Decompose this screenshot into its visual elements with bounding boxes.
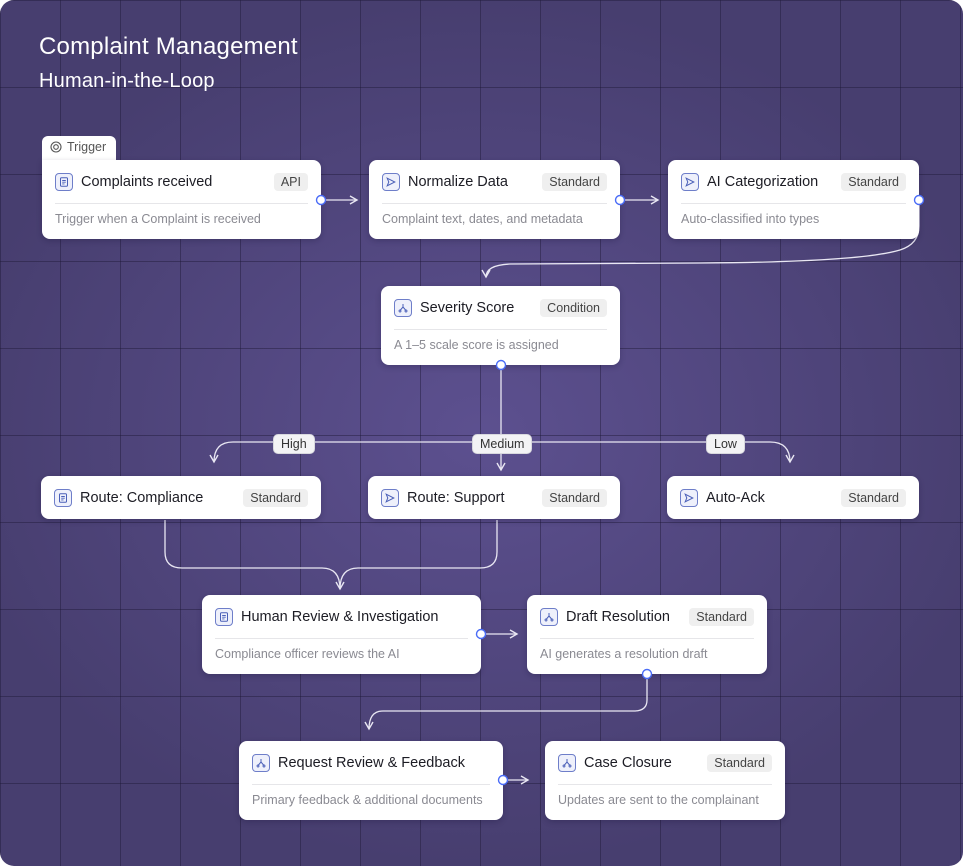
output-port[interactable] <box>614 194 626 206</box>
node-type-badge: Standard <box>689 608 754 626</box>
node-title: Draft Resolution <box>566 609 670 625</box>
send-icon <box>681 173 699 191</box>
output-port[interactable] <box>641 668 653 680</box>
output-port[interactable] <box>497 774 509 786</box>
divider <box>394 329 607 330</box>
node-title: Case Closure <box>584 755 672 771</box>
node-description: Compliance officer reviews the AI <box>215 647 400 661</box>
node-request-review[interactable]: Request Review & Feedback Primary feedba… <box>239 741 503 820</box>
document-icon <box>54 488 72 507</box>
node-auto-ack[interactable]: Auto-Ack Standard <box>667 476 919 519</box>
node-draft-resolution[interactable]: Draft Resolution Standard AI generates a… <box>527 595 767 674</box>
output-port[interactable] <box>475 628 487 640</box>
divider <box>252 784 490 785</box>
node-title: AI Categorization <box>707 174 819 190</box>
branch-icon <box>252 754 270 772</box>
node-title: Normalize Data <box>408 174 508 190</box>
page-subtitle: Human-in-the-Loop <box>39 70 215 92</box>
trigger-tab-label: Trigger <box>67 140 107 154</box>
send-icon <box>680 488 698 507</box>
node-complaints-received[interactable]: Complaints received API Trigger when a C… <box>42 160 321 239</box>
node-route-compliance[interactable]: Route: Compliance Standard <box>41 476 321 519</box>
branch-label-high: High <box>273 434 315 454</box>
node-type-badge: Standard <box>542 488 607 507</box>
node-route-support[interactable]: Route: Support Standard <box>368 476 620 519</box>
node-type-badge: Standard <box>243 488 308 507</box>
node-severity-score[interactable]: Severity Score Condition A 1–5 scale sco… <box>381 286 620 365</box>
output-port[interactable] <box>495 359 507 371</box>
node-type-badge: Standard <box>841 488 906 507</box>
node-title: Route: Compliance <box>80 489 204 506</box>
node-type-badge: API <box>273 173 308 191</box>
edge-branch-autoack <box>501 441 795 464</box>
node-description: Auto-classified into types <box>681 212 820 226</box>
node-description: Updates are sent to the complainant <box>558 793 759 807</box>
send-icon <box>381 488 399 507</box>
node-title: Auto-Ack <box>706 489 765 506</box>
branch-icon <box>540 608 558 626</box>
document-icon <box>55 173 73 191</box>
document-icon <box>215 608 233 626</box>
edge-categorization-severity <box>481 200 920 279</box>
node-description: Complaint text, dates, and metadata <box>382 212 583 226</box>
node-description: AI generates a resolution draft <box>540 647 708 661</box>
node-case-closure[interactable]: Case Closure Standard Updates are sent t… <box>545 741 785 820</box>
node-type-badge: Standard <box>841 173 906 191</box>
output-port[interactable] <box>913 194 925 206</box>
edge-branch-compliance <box>209 441 501 464</box>
node-title: Request Review & Feedback <box>278 755 465 771</box>
page-title: Complaint Management <box>39 33 298 60</box>
output-port[interactable] <box>315 194 327 206</box>
node-title: Route: Support <box>407 489 505 506</box>
node-description: A 1–5 scale score is assigned <box>394 338 559 352</box>
send-icon <box>382 173 400 191</box>
node-type-badge: Standard <box>542 173 607 191</box>
divider <box>215 638 468 639</box>
branch-label-low: Low <box>706 434 745 454</box>
node-description: Primary feedback & additional documents <box>252 793 483 807</box>
branch-label-medium: Medium <box>472 434 533 454</box>
divider <box>681 203 906 204</box>
divider <box>55 203 308 204</box>
trigger-tab: Trigger <box>42 136 116 164</box>
node-type-badge: Standard <box>707 754 772 772</box>
node-human-review[interactable]: Human Review & Investigation Compliance … <box>202 595 481 674</box>
target-icon <box>50 141 62 153</box>
node-normalize-data[interactable]: Normalize Data Standard Complaint text, … <box>369 160 620 239</box>
divider <box>558 784 772 785</box>
divider <box>540 638 754 639</box>
node-title: Complaints received <box>81 174 213 190</box>
branch-icon <box>394 299 412 317</box>
node-description: Trigger when a Complaint is received <box>55 212 261 226</box>
node-title: Severity Score <box>420 300 515 316</box>
edge-compliance-merge <box>164 520 345 591</box>
node-type-badge: Condition <box>540 299 607 317</box>
divider <box>382 203 607 204</box>
edge-draft-request <box>364 674 648 731</box>
branch-icon <box>558 754 576 772</box>
node-ai-categorization[interactable]: AI Categorization Standard Auto-classifi… <box>668 160 919 239</box>
node-title: Human Review & Investigation <box>241 609 439 625</box>
edge-support-merge <box>339 520 498 590</box>
